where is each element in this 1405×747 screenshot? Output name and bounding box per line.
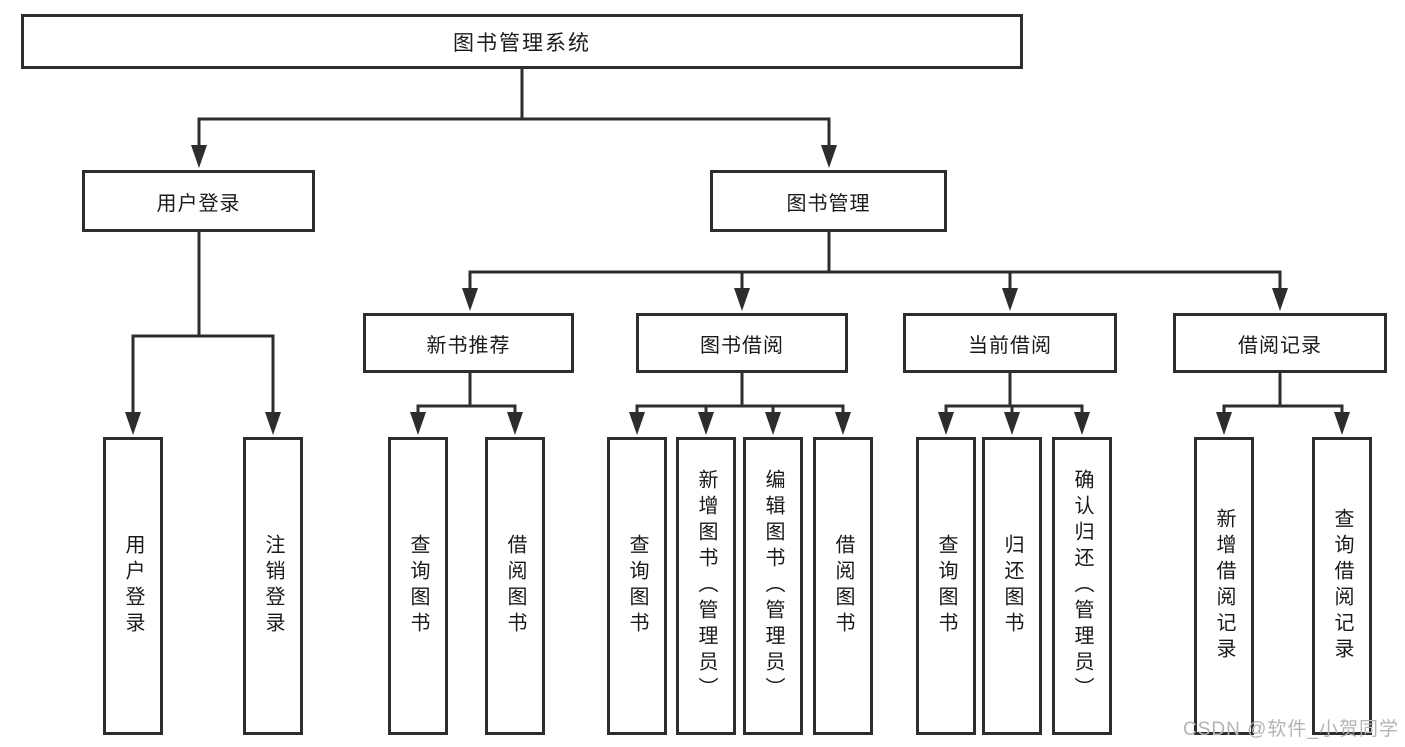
- arrow-icon: [265, 412, 281, 435]
- leaf-add-borrow-record: 新增借阅记录: [1194, 437, 1254, 735]
- leaf-query-books-borrow: 查询图书: [607, 437, 667, 735]
- arrow-icon: [462, 288, 478, 311]
- node-current-borrow: 当前借阅: [903, 313, 1117, 373]
- leaf-add-book-admin: 新增图书（管理员）: [676, 437, 736, 735]
- edge-current-borrow-children: [944, 370, 1084, 418]
- leaf-logout: 注销登录: [243, 437, 303, 735]
- arrow-icon: [1002, 288, 1018, 311]
- arrow-icon: [938, 412, 954, 435]
- node-borrow-records: 借阅记录: [1173, 313, 1387, 373]
- arrow-icon: [698, 412, 714, 435]
- arrow-icon: [1334, 412, 1350, 435]
- edge-user-login-children: [131, 229, 275, 418]
- edge-book-borrow-children: [635, 370, 845, 418]
- edge-book-mgmt-children: [468, 229, 1282, 294]
- leaf-query-borrow-record: 查询借阅记录: [1312, 437, 1372, 735]
- arrow-icon: [125, 412, 141, 435]
- leaf-query-books-current: 查询图书: [916, 437, 976, 735]
- edge-borrow-records-children: [1222, 370, 1344, 418]
- node-new-book-recommend: 新书推荐: [363, 313, 574, 373]
- node-book-management: 图书管理: [710, 170, 947, 232]
- arrow-icon: [507, 412, 523, 435]
- leaf-edit-book-admin: 编辑图书（管理员）: [743, 437, 803, 735]
- arrow-icon: [410, 412, 426, 435]
- leaf-borrow-books: 借阅图书: [813, 437, 873, 735]
- edge-root-to-level2: [197, 64, 831, 152]
- arrowheads: [125, 145, 1350, 435]
- leaf-borrow-books-recommend: 借阅图书: [485, 437, 545, 735]
- node-book-borrow: 图书借阅: [636, 313, 848, 373]
- arrow-icon: [765, 412, 781, 435]
- arrow-icon: [835, 412, 851, 435]
- arrow-icon: [1074, 412, 1090, 435]
- leaf-user-login: 用户登录: [103, 437, 163, 735]
- arrow-icon: [191, 145, 207, 168]
- arrow-icon: [1004, 412, 1020, 435]
- edge-new-book-rec-children: [416, 370, 517, 418]
- arrow-icon: [1272, 288, 1288, 311]
- leaf-return-book: 归还图书: [982, 437, 1042, 735]
- leaf-confirm-return-admin: 确认归还（管理员）: [1052, 437, 1112, 735]
- arrow-icon: [734, 288, 750, 311]
- arrow-icon: [629, 412, 645, 435]
- node-library-management-system: 图书管理系统: [21, 14, 1023, 69]
- leaf-query-books-recommend: 查询图书: [388, 437, 448, 735]
- arrow-icon: [821, 145, 837, 168]
- watermark: CSDN @软件_小贺同学: [1183, 719, 1399, 740]
- node-user-login: 用户登录: [82, 170, 315, 232]
- arrow-icon: [1216, 412, 1232, 435]
